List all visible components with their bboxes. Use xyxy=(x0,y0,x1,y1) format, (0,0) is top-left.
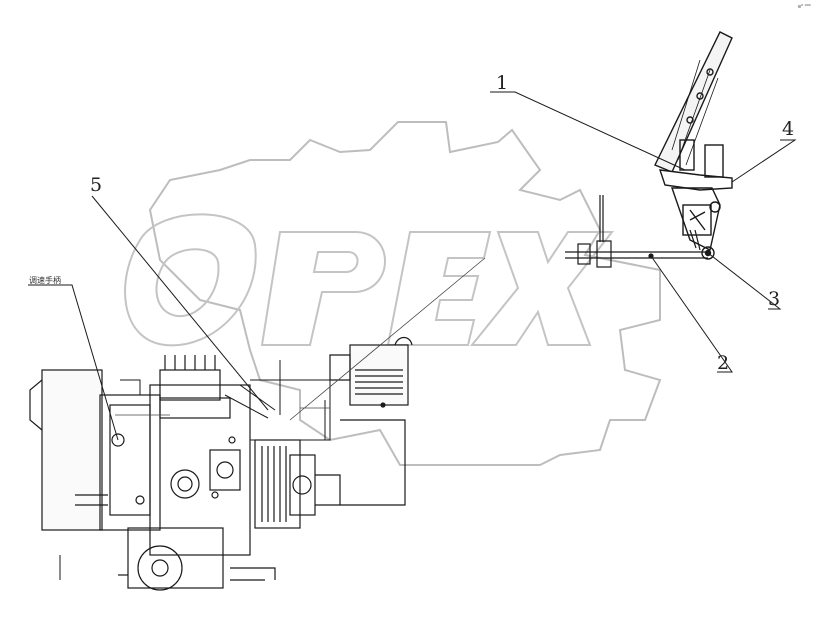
callout-3: 3 xyxy=(768,288,781,310)
callout-5: 5 xyxy=(90,174,103,196)
reference-lines xyxy=(115,257,486,421)
watermark-gear xyxy=(148,121,662,466)
corner-mark: e⁰ ⁰⁰⁰ xyxy=(798,4,811,10)
accelerator-pedal xyxy=(654,31,733,260)
side-label: 调速手柄 xyxy=(29,276,61,285)
leader-lines xyxy=(28,91,797,441)
callout-2: 2 xyxy=(717,352,730,374)
callout-1: 1 xyxy=(496,72,509,94)
connecting-pipes xyxy=(59,360,331,580)
watermark-letters xyxy=(124,213,615,347)
throttle-linkage xyxy=(565,195,708,268)
engine-assembly xyxy=(29,355,406,591)
callout-4: 4 xyxy=(782,118,795,140)
air-filter xyxy=(329,336,413,408)
